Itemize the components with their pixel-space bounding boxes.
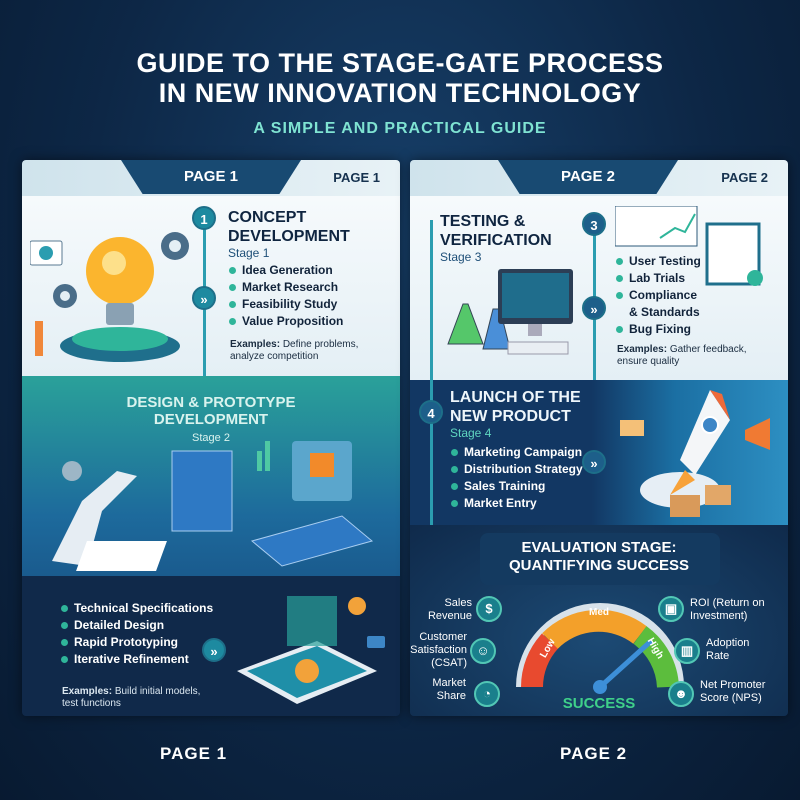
dollar-icon: $ xyxy=(476,596,502,622)
title-line-2: IN NEW INNOVATION TECHNOLOGY xyxy=(158,78,642,108)
rocket-launch-illustration xyxy=(620,390,770,517)
dashboard-clipboard-illustration xyxy=(615,206,763,286)
metric-roi-label: ROI (Return on Investment) xyxy=(690,597,765,622)
metric-market-share-label: Market Share xyxy=(432,677,466,702)
list-item: Feasibility Study xyxy=(228,296,343,313)
next-arrow-icon[interactable]: » xyxy=(582,296,606,320)
stage-4-title-line-2: NEW PRODUCT xyxy=(450,408,571,425)
stage-3-list: User Testing Lab Trials Compliance & Sta… xyxy=(615,253,705,338)
tablet-illustration xyxy=(237,596,385,704)
gauge-result: SUCCESS xyxy=(562,695,636,712)
pie-chart-icon: ◔ xyxy=(474,681,500,707)
list-item: Marketing Campaign xyxy=(450,444,583,461)
timeline-line xyxy=(430,220,433,380)
stage-4-list: Marketing Campaign Distribution Strategy… xyxy=(450,444,583,512)
page-1-footer: PAGE 1 xyxy=(160,744,228,763)
metric-sales-revenue-label: Sales Revenue xyxy=(427,597,472,622)
evaluation-section: EVALUATION STAGE:QUANTIFYING SUCCESS Low… xyxy=(410,525,788,716)
stage-4-badge: 4 xyxy=(419,400,443,424)
list-item: Detailed Design xyxy=(60,617,213,634)
stage-3-title: TESTING & VERIFICATION xyxy=(440,212,552,250)
evaluation-title-line-1: EVALUATION STAGE: xyxy=(521,539,677,556)
smile-icon: ☺ xyxy=(470,638,496,664)
stage-4-title: LAUNCH OF THE NEW PRODUCT xyxy=(450,388,581,426)
evaluation-title-line-2: QUANTIFYING SUCCESS xyxy=(508,557,689,574)
page-2-label: PAGE 2 xyxy=(721,170,768,185)
stage-3-examples: Examples: Gather feedback, ensure qualit… xyxy=(617,344,747,368)
lightbulb-illustration xyxy=(30,232,189,362)
stage-2-title-line-2: DEVELOPMENT xyxy=(153,411,269,428)
examples-label: Examples: xyxy=(617,344,668,355)
list-item: Value Proposition xyxy=(228,313,343,330)
gauge-med-segment xyxy=(542,609,647,650)
stage-2-title-line-1: DESIGN & PROTOTYPE xyxy=(126,394,296,411)
list-item: Idea Generation xyxy=(228,262,343,279)
list-item: Compliance & Standards xyxy=(615,287,705,321)
list-item: Market Entry xyxy=(450,495,583,512)
next-arrow-icon[interactable]: » xyxy=(582,450,606,474)
success-gauge xyxy=(516,603,684,694)
examples-text: Define problems, analyze competition xyxy=(230,339,359,362)
page-1-tab: PAGE 1 xyxy=(121,160,301,194)
stage-1-label: Stage 1 xyxy=(228,246,270,260)
metric-nps-label: Net Promoter Score (NPS) xyxy=(700,679,766,704)
list-item: Sales Training xyxy=(450,478,583,495)
design-details: Technical Specifications Detailed Design… xyxy=(22,576,400,716)
list-item: Market Research xyxy=(228,279,343,296)
page-1-panel: PAGE 1 PAGE 1 1 » CONCEPT DEVELOPMENT St… xyxy=(22,160,400,716)
launch-section: 4 LAUNCH OF THE NEW PRODUCT Stage 4 Marke… xyxy=(410,380,788,525)
list-item: Distribution Strategy xyxy=(450,461,583,478)
timeline-line xyxy=(430,380,433,525)
stage-3-title-line-1: TESTING & xyxy=(440,213,526,230)
examples-label: Examples: xyxy=(230,339,281,350)
bar-chart-icon: ▥ xyxy=(674,638,700,664)
examples-text: Gather feedback, ensure quality xyxy=(617,344,747,367)
happy-face-icon: ☻ xyxy=(668,681,694,707)
stage-3-label: Stage 3 xyxy=(440,250,482,264)
gauge-high-segment xyxy=(633,626,679,688)
stage-2-list: Technical Specifications Detailed Design… xyxy=(60,600,213,668)
title-line-1: GUIDE TO THE STAGE-GATE PROCESS xyxy=(136,48,664,78)
next-arrow-icon[interactable]: » xyxy=(192,286,216,310)
stage-1-examples: Examples: Define problems, analyze compe… xyxy=(230,339,380,363)
page-2-tab: PAGE 2 xyxy=(498,160,678,194)
list-item: Technical Specifications xyxy=(60,600,213,617)
page-1-label: PAGE 1 xyxy=(333,170,380,185)
list-item: Rapid Prototyping xyxy=(60,634,213,651)
list-item: Bug Fixing xyxy=(615,321,705,338)
metric-adoption-label: Adoption Rate xyxy=(706,637,750,662)
list-item: Lab Trials xyxy=(615,270,705,287)
lab-computer-illustration xyxy=(447,269,573,355)
gauge-low-segment xyxy=(521,633,559,688)
subtitle: A SIMPLE AND PRACTICAL GUIDE xyxy=(253,120,547,137)
examples-text: Build initial models, test functions xyxy=(62,686,201,709)
stage-1-title: CONCEPT DEVELOPMENT xyxy=(228,209,350,245)
stage-4-title-line-1: LAUNCH OF THE xyxy=(450,389,581,406)
stage-3-badge: 3 xyxy=(582,212,606,236)
page-2-footer: PAGE 2 xyxy=(560,744,628,763)
metric-csat-label: Customer Satisfaction (CSAT) xyxy=(410,631,467,669)
stage-2-label: Stage 2 xyxy=(192,432,230,444)
examples-label: Examples: xyxy=(62,686,113,697)
page-2-panel: PAGE 2 PAGE 2 3 » TESTING & VERIFICATION … xyxy=(410,160,788,716)
testing-section: 3 » TESTING & VERIFICATION Stage 3 User T… xyxy=(410,196,788,380)
list-item: User Testing xyxy=(615,253,705,270)
roi-icon: ▣ xyxy=(658,596,684,622)
stage-1-list: Idea Generation Market Research Feasibil… xyxy=(228,262,343,330)
gauge-needle xyxy=(597,639,653,690)
gauge-med-label: Med xyxy=(589,607,609,618)
stage-2-examples: Examples: Build initial models, test fun… xyxy=(62,686,212,710)
next-arrow-icon[interactable]: » xyxy=(202,638,226,662)
prototype-illustration xyxy=(52,441,374,571)
stage-4-label: Stage 4 xyxy=(450,426,492,440)
stage-3-title-line-2: VERIFICATION xyxy=(440,232,552,249)
concept-section: 1 » CONCEPT DEVELOPMENT Stage 1 Idea Gen… xyxy=(22,196,400,376)
evaluation-title: EVALUATION STAGE:QUANTIFYING SUCCESS xyxy=(410,539,788,575)
stage-1-badge: 1 xyxy=(192,206,216,230)
list-item: Iterative Refinement xyxy=(60,651,213,668)
